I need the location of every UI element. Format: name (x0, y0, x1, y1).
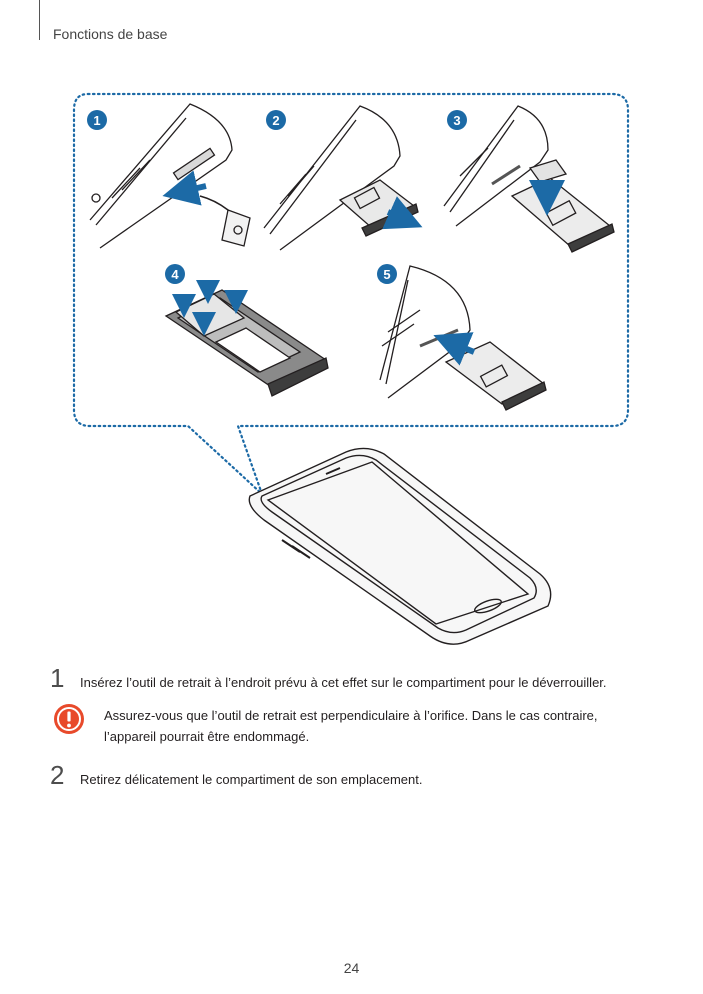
step-1-number: 1 (50, 663, 65, 693)
step-2-number: 2 (50, 760, 65, 790)
panel-5-arrow-icon (433, 332, 476, 366)
callout-4: 4 (171, 267, 179, 282)
caution-text: Assurez-vous que l’outil de retrait est … (104, 705, 624, 747)
panel-1-arrow-icon (162, 170, 207, 206)
callout-3: 3 (453, 113, 460, 128)
caution-line-1: Assurez-vous que l’outil de retrait est … (104, 708, 598, 723)
callout-frame (72, 92, 630, 495)
panel-1-insert-tool (89, 103, 251, 249)
callout-5: 5 (383, 267, 390, 282)
callout-1: 1 (93, 113, 100, 128)
header-rule (39, 0, 40, 40)
panel-4-arrow-icons (172, 280, 248, 336)
callout-badges: 1 2 3 4 5 (87, 110, 467, 284)
step-2-text: Retirez délicatement le compartiment de … (80, 772, 423, 787)
sim-tray-illustration: 1 2 3 4 5 (72, 92, 630, 645)
caution-icon (54, 704, 84, 734)
callout-2: 2 (272, 113, 279, 128)
step-1-text: Insérez l’outil de retrait à l’endroit p… (80, 675, 607, 690)
page-number: 24 (343, 960, 360, 976)
caution-line-2: l’appareil pourrait être endommagé. (104, 729, 310, 744)
phone-illustration (248, 447, 552, 645)
section-title: Fonctions de base (53, 26, 168, 42)
panel-5-insert-tray (379, 265, 547, 411)
panel-3-place-card (443, 105, 615, 253)
panel-2-arrow-icon (382, 196, 423, 230)
panel-4-tray-closeup (164, 289, 329, 397)
panel-2-pull-tray (263, 105, 419, 251)
